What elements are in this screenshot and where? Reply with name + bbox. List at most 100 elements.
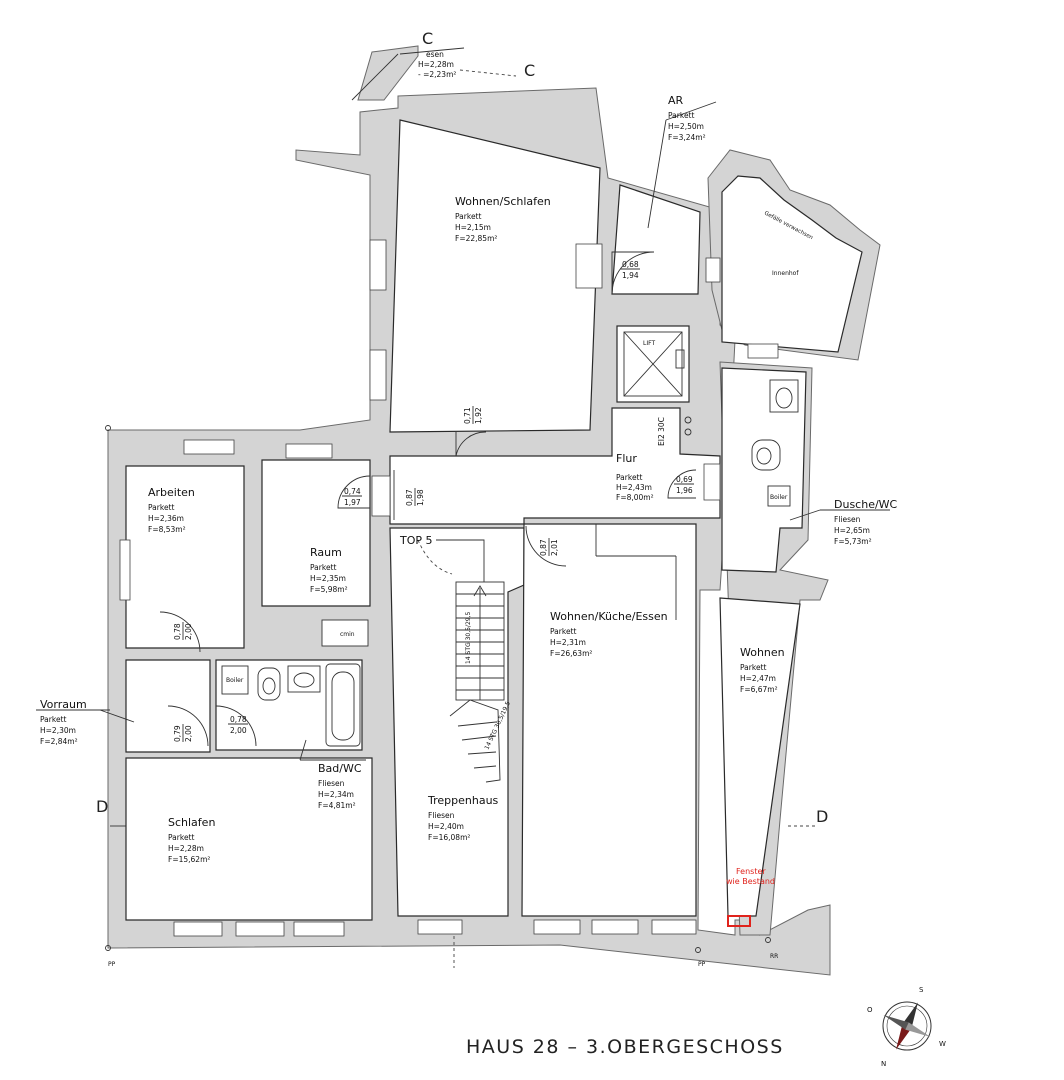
label-wohnen-kueche-essen: Wohnen/Küche/Essen (550, 610, 668, 623)
svg-text:0,87: 0,87 (539, 539, 548, 556)
svg-text:Parkett: Parkett (148, 503, 174, 512)
svg-text:Parkett: Parkett (616, 473, 642, 482)
svg-text:- =2,23m²: - =2,23m² (418, 70, 456, 79)
boiler-1 (221, 665, 249, 695)
svg-text:Parkett: Parkett (40, 715, 66, 724)
svg-text:LIFT: LIFT (643, 340, 655, 347)
svg-text:F=15,62m²: F=15,62m² (168, 855, 210, 864)
svg-text:H=2,35m: H=2,35m (310, 574, 346, 583)
svg-text:Fenster: Fenster (736, 867, 766, 876)
label-schlafen: Schlafen (168, 816, 215, 829)
svg-text:H=2,28m: H=2,28m (168, 844, 204, 853)
plan-title: HAUS 28 – 3.OBERGESCHOSS (466, 1036, 784, 1058)
svg-text:H=2,50m: H=2,50m (668, 122, 704, 131)
svg-text:H=2,47m: H=2,47m (740, 674, 776, 683)
svg-text:RR: RR (770, 953, 778, 960)
svg-text:C: C (524, 61, 535, 80)
svg-text:1,98: 1,98 (416, 489, 425, 506)
svg-text:O: O (867, 1006, 873, 1014)
room-schlafen (125, 757, 373, 921)
svg-text:S: S (919, 986, 924, 994)
svg-text:1,96: 1,96 (676, 486, 693, 495)
svg-text:wie Bestand: wie Bestand (726, 877, 775, 886)
svg-text:F=5,98m²: F=5,98m² (310, 585, 348, 594)
svg-text:H=2,43m: H=2,43m (616, 483, 652, 492)
svg-text:2,00: 2,00 (230, 726, 247, 735)
svg-text:H=2,31m: H=2,31m (550, 638, 586, 647)
svg-text:2,01: 2,01 (550, 539, 559, 556)
svg-text:F=22,85m²: F=22,85m² (455, 234, 497, 243)
svg-text:H=2,15m: H=2,15m (455, 223, 491, 232)
room-ar (611, 184, 701, 295)
svg-text:0,87: 0,87 (405, 489, 414, 506)
label-dusche-wc: Dusche/WC (834, 498, 898, 511)
label-bad-wc: Bad/WC (318, 762, 362, 775)
svg-text:F=8,53m²: F=8,53m² (148, 525, 186, 534)
svg-text:1,92: 1,92 (474, 407, 483, 424)
stairs (436, 539, 505, 783)
label-wohnen-schlafen: Wohnen/Schlafen (455, 195, 551, 208)
svg-text:PP: PP (698, 961, 706, 968)
label-arbeiten: Arbeiten (148, 486, 195, 499)
svg-text:0,71: 0,71 (463, 407, 472, 424)
svg-text:1,97: 1,97 (344, 498, 361, 507)
svg-text:Parkett: Parkett (740, 663, 766, 672)
svg-text:0,78: 0,78 (230, 715, 247, 724)
svg-text:N: N (881, 1060, 886, 1068)
windows (119, 239, 779, 937)
svg-text:14 STG 30,5/29,5: 14 STG 30,5/29,5 (465, 612, 472, 664)
svg-text:Fliesen: Fliesen (428, 811, 455, 820)
rooms (125, 119, 863, 921)
room-wohnen-schlafen (389, 119, 601, 433)
svg-text:2,00: 2,00 (184, 725, 193, 742)
section-lines (110, 47, 818, 968)
svg-text:0,68: 0,68 (622, 260, 639, 269)
red-window-marker (727, 915, 751, 927)
svg-text:0,74: 0,74 (344, 487, 361, 496)
compass-icon: S O W N (867, 986, 946, 1068)
room-raum (261, 459, 371, 607)
svg-text:Parkett: Parkett (550, 627, 576, 636)
svg-text:F=3,24m²: F=3,24m² (668, 133, 706, 142)
label-treppenhaus: Treppenhaus (427, 794, 499, 807)
room-bad-wc (215, 659, 363, 751)
svg-text:H=2,65m: H=2,65m (834, 526, 870, 535)
svg-text:H=2,34m: H=2,34m (318, 790, 354, 799)
svg-text:Fliesen: Fliesen (834, 515, 861, 524)
svg-text:2,00: 2,00 (184, 623, 193, 640)
svg-text:0,79: 0,79 (173, 725, 182, 742)
svg-text:C: C (422, 29, 433, 48)
label-vorraum: Vorraum (40, 698, 87, 711)
svg-text:F=4,81m²: F=4,81m² (318, 801, 356, 810)
svg-text:1,94: 1,94 (622, 271, 639, 280)
label-wohnen: Wohnen (740, 646, 785, 659)
room-innenhof (721, 175, 863, 353)
svg-text:F=6,67m²: F=6,67m² (740, 685, 778, 694)
svg-text:Fliesen: Fliesen (318, 779, 345, 788)
svg-text:H=2,30m: H=2,30m (40, 726, 76, 735)
svg-text:H=2,28m: H=2,28m (418, 60, 454, 69)
lift (623, 331, 692, 436)
top-label: TOP 5 (399, 534, 433, 547)
svg-text:PP: PP (108, 961, 116, 968)
section-letters: C C D D (96, 29, 828, 826)
label-flur: Flur (616, 452, 637, 465)
svg-text:D: D (816, 807, 828, 826)
fixtures (221, 379, 799, 747)
room-wohnen (719, 597, 801, 917)
svg-text:EI2 30C: EI2 30C (657, 417, 666, 446)
svg-text:H=2,40m: H=2,40m (428, 822, 464, 831)
svg-text:Parkett: Parkett (455, 212, 481, 221)
svg-text:Boiler: Boiler (770, 494, 788, 501)
svg-text:esen: esen (426, 50, 444, 59)
svg-text:F=16,08m²: F=16,08m² (428, 833, 470, 842)
svg-text:H=2,36m: H=2,36m (148, 514, 184, 523)
label-ar: AR (668, 94, 684, 107)
svg-text:Parkett: Parkett (668, 111, 694, 120)
svg-text:F=8,00m²: F=8,00m² (616, 493, 654, 502)
leader-lines (36, 101, 890, 761)
markers (105, 425, 771, 953)
svg-text:0,78: 0,78 (173, 623, 182, 640)
svg-text:F=2,84m²: F=2,84m² (40, 737, 78, 746)
